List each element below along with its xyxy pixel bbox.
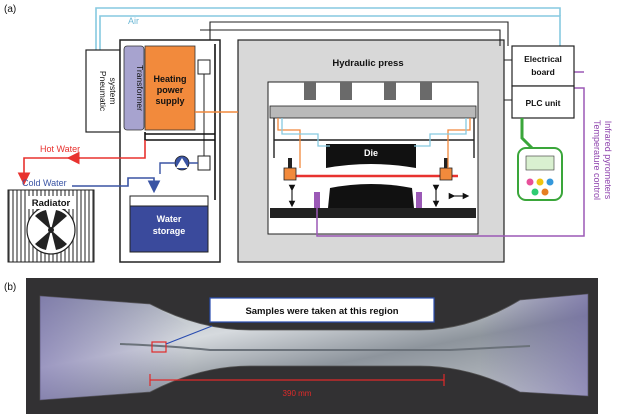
hot-water-line (17, 140, 146, 186)
transformer-box: Transformer (123, 45, 145, 131)
hot-water-label: Hot Water (40, 144, 80, 154)
cooling-line-right (414, 118, 467, 147)
transformer-label: Transformer (135, 65, 145, 111)
plc-unit-box: PLC unit (511, 85, 575, 119)
pneumatic-label-line2: system (108, 78, 118, 105)
cold-water-label: Cold Water (22, 178, 67, 188)
hydraulic-press: Hydraulic press Die (237, 39, 505, 263)
pyrometer-right (416, 192, 422, 208)
panel-b-label: (b) (4, 282, 16, 293)
switch-box-lower (197, 155, 211, 171)
sample-region-marker (151, 341, 167, 353)
pump-pipe (159, 162, 198, 174)
pneumatic-system-box: Pneumatic system (85, 49, 121, 133)
infrared-pyrometers-label: Infrared pyrometers (603, 121, 613, 200)
controller-device (517, 147, 563, 201)
blank-groove (119, 343, 531, 351)
fan-icon (35, 210, 67, 250)
adjust-arrows (288, 184, 470, 208)
upper-die (326, 144, 416, 168)
radiator: Radiator (7, 189, 95, 263)
heating-label-line3: supply (155, 96, 184, 106)
air-label: Air (128, 16, 139, 26)
cooling-line-left (281, 118, 330, 147)
lower-die (328, 184, 414, 208)
switch-box-upper (197, 59, 211, 75)
dimension-label: 390 mm (283, 389, 312, 398)
blank-edge-tint-right (480, 294, 588, 396)
dimension-line (149, 374, 445, 386)
electrical-board-box: Electrical board (511, 45, 575, 87)
hydraulic-press-label: Hydraulic press (332, 58, 403, 69)
panel-a-label: (a) (4, 4, 16, 15)
die-label: Die (364, 148, 378, 158)
control-wiring (200, 21, 512, 101)
plc-cable (520, 118, 534, 150)
heater-line-right (447, 118, 471, 168)
air-line (95, 7, 561, 50)
plc-unit-label: PLC unit (526, 98, 561, 108)
water-label-line1: Water (157, 214, 182, 224)
water-label-line2: storage (153, 226, 186, 236)
callout-box: Samples were taken at this region (209, 297, 435, 323)
press-columns (304, 82, 432, 100)
blank-edge-tint-left (40, 296, 190, 400)
heating-power-supply-box: Heating power supply (144, 45, 196, 131)
upper-platen (269, 105, 477, 119)
radiator-label: Radiator (32, 198, 71, 209)
pyrometer-signal-line (316, 71, 585, 237)
lower-platen (270, 208, 476, 218)
electrical-label-line1: Electrical (524, 54, 562, 64)
water-storage-tank: Water storage (129, 195, 209, 253)
press-frame-line (273, 118, 475, 158)
electrical-label-line2: board (531, 67, 555, 77)
heating-label-line2: power (157, 85, 184, 95)
temperature-control-label: Temperature control (592, 120, 602, 200)
pneumatic-label-line1: Pneumatic (98, 71, 108, 112)
pyrometer-left (314, 192, 320, 208)
heater-left (283, 158, 297, 181)
panel-a: (a) Air Pneumatic system Transformer Hea… (4, 4, 613, 263)
callout-text: Samples were taken at this region (245, 306, 398, 317)
pump-icon (174, 155, 190, 171)
cold-water-line (72, 177, 161, 194)
heater-line-left (277, 118, 301, 168)
callout-leader (165, 325, 213, 345)
heating-label-line1: Heating (153, 74, 186, 84)
heater-right (439, 158, 453, 181)
panel-b: (b) Samples were taken at this region 39… (4, 278, 598, 414)
